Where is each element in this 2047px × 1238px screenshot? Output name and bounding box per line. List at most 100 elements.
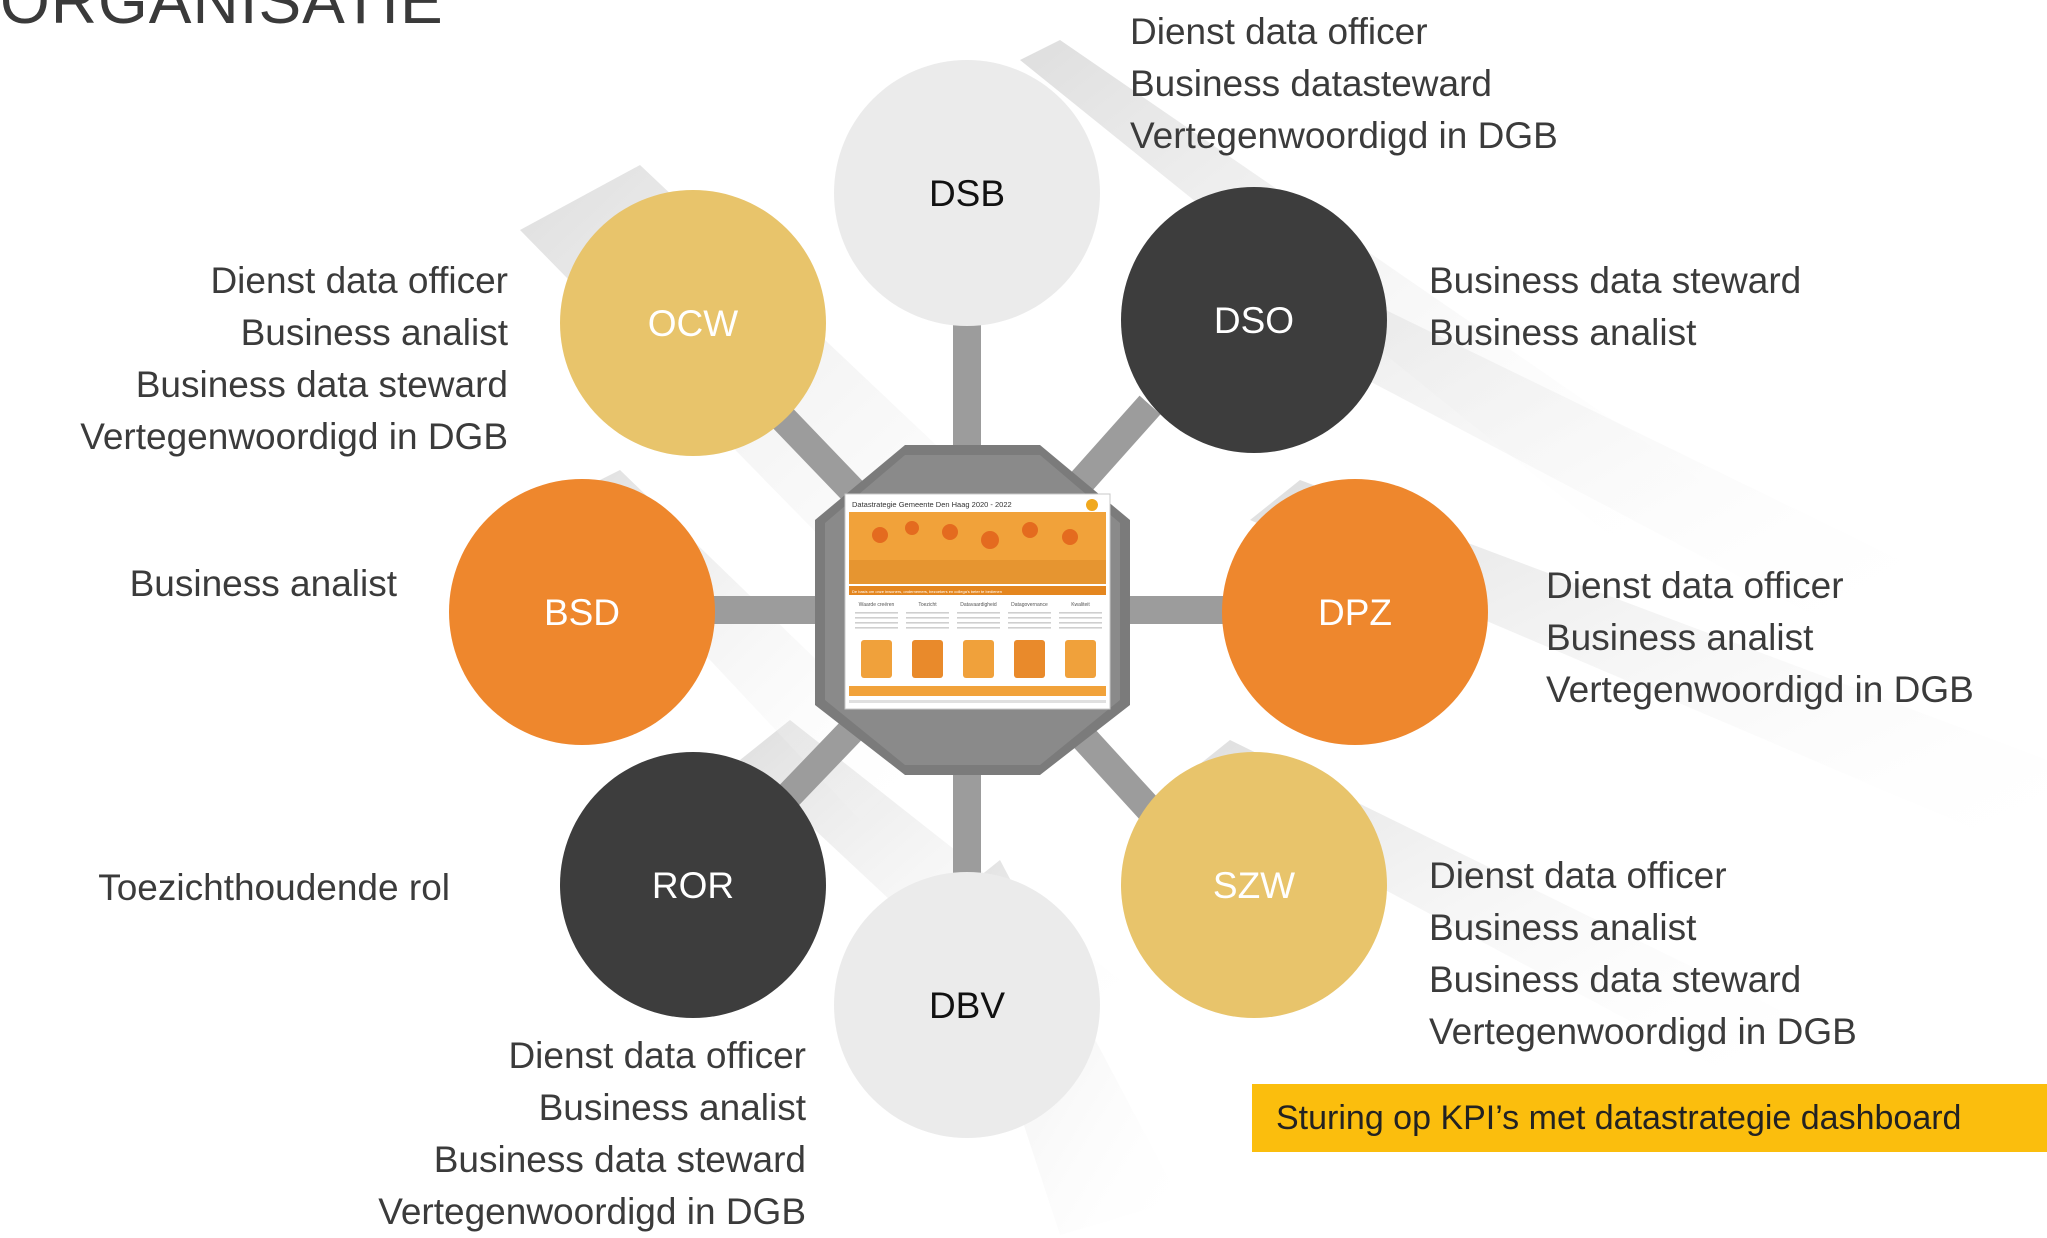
node-ror: ROR (560, 752, 826, 1018)
caption-line: Business analist (538, 1087, 806, 1128)
thumbnail-illustration (1014, 640, 1045, 678)
caption-line: Dienst data officer (1546, 565, 1844, 606)
thumbnail-text-line (906, 622, 949, 624)
caption-line: Business analist (240, 312, 508, 353)
thumbnail-column-title: Toezicht (918, 602, 937, 608)
node-label-dso: DSO (1214, 300, 1294, 341)
node-circle-dpz (1222, 479, 1488, 745)
page-title: ORGANISATIE (0, 0, 444, 37)
thumbnail-illustration (1065, 640, 1096, 678)
thumbnail-text-line (957, 627, 1000, 629)
caption-dbv: Dienst data officer Business analist Bus… (378, 1030, 806, 1238)
thumbnail-columns: Waarde creëren Toezicht Datavaardigheid Dat… (855, 602, 1102, 678)
thumbnail-text-line (1059, 617, 1102, 619)
node-circle-szw (1121, 752, 1387, 1018)
node-bsd: BSD (449, 479, 715, 745)
kpi-banner: Sturing op KPI’s met datastrategie dashb… (1252, 1084, 2047, 1152)
caption-line: Business analist (1429, 907, 1697, 948)
thumbnail-bubble (872, 527, 888, 543)
thumbnail-text-line (1008, 627, 1051, 629)
node-label-szw: SZW (1213, 865, 1295, 906)
thumbnail-text-line (906, 627, 949, 629)
node-circle-bsd (449, 479, 715, 745)
caption-line: Business data steward (1429, 260, 1802, 301)
thumbnail-bubble (942, 524, 958, 540)
node-dpz: DPZ (1222, 479, 1488, 745)
caption-dso: Business data steward Business analist (1429, 255, 1801, 359)
caption-line: Vertegenwoordigd in DGB (1429, 1011, 1857, 1052)
thumbnail-hero-city (849, 560, 1106, 584)
thumbnail-text-line (855, 617, 898, 619)
node-dsb: DSB (834, 60, 1100, 326)
caption-line: Toezichthoudende rol (98, 867, 450, 908)
thumbnail-subtitle-band (849, 586, 1106, 595)
node-label-bsd: BSD (544, 592, 620, 633)
node-circle-dsb (834, 60, 1100, 326)
thumbnail-bubble (905, 521, 919, 535)
thumbnail-bubble (1062, 529, 1078, 545)
strategy-thumbnail: Datastrategie Gemeente Den Haag 2020 - 2… (844, 493, 1111, 710)
thumbnail-text-line (855, 622, 898, 624)
caption-line: Business analist (1546, 617, 1814, 658)
caption-line: Business datasteward (1130, 63, 1492, 104)
thumbnail-title: Datastrategie Gemeente Den Haag 2020 - 2… (852, 500, 1012, 509)
node-label-dsb: DSB (929, 173, 1005, 214)
node-circle-dbv (834, 872, 1100, 1138)
node-ocw: OCW (560, 190, 826, 456)
caption-line: Vertegenwoordigd in DGB (1130, 115, 1558, 156)
thumbnail-text-line (957, 622, 1000, 624)
node-szw: SZW (1121, 752, 1387, 1018)
thumbnail-column-title: Datavaardigheid (960, 602, 997, 608)
thumbnail-column-title: Waarde creëren (859, 602, 895, 608)
den-haag-logo (1086, 499, 1098, 511)
node-dso: DSO (1121, 187, 1387, 453)
caption-line: Dienst data officer (508, 1035, 806, 1076)
node-circle-dso (1121, 187, 1387, 453)
nodes: DSB DSO DPZ SZW DBV ROR BSD OCW (449, 60, 1488, 1138)
caption-dsb: Dienst data officer Business datasteward… (1130, 6, 1558, 162)
thumbnail-footer-line (849, 700, 1106, 703)
thumbnail-subtitle: De basis om onze inwoners, ondernemers, … (852, 589, 1002, 594)
caption-line: Business data steward (135, 364, 508, 405)
thumbnail-bubble (981, 531, 999, 549)
thumbnail-text-line (855, 612, 898, 614)
thumbnail-footer (849, 686, 1106, 696)
caption-line: Business data steward (1429, 959, 1802, 1000)
caption-bsd: Business analist (130, 558, 397, 610)
node-label-dpz: DPZ (1318, 592, 1392, 633)
node-dbv: DBV (834, 872, 1100, 1138)
thumbnail-text-line (906, 617, 949, 619)
caption-line: Dienst data officer (1429, 855, 1727, 896)
thumbnail-text-line (855, 627, 898, 629)
thumbnail-text-line (1059, 627, 1102, 629)
caption-line: Vertegenwoordigd in DGB (1546, 669, 1974, 710)
caption-line: Dienst data officer (1130, 11, 1428, 52)
thumbnail-text-line (906, 612, 949, 614)
thumbnail-text-line (1008, 617, 1051, 619)
caption-dpz: Dienst data officer Business analist Ver… (1546, 560, 1974, 716)
thumbnail-text-line (1059, 612, 1102, 614)
thumbnail-illustration (861, 640, 892, 678)
caption-line: Business data steward (433, 1139, 806, 1180)
caption-line: Business analist (1429, 312, 1697, 353)
node-label-ocw: OCW (648, 303, 739, 344)
thumbnail-text-line (1008, 622, 1051, 624)
thumbnail-column-title: Datagovernance (1011, 602, 1048, 608)
thumbnail-bubble (1022, 522, 1038, 538)
thumbnail-illustration (963, 640, 994, 678)
caption-line: Business analist (129, 563, 397, 604)
caption-ror: Toezichthoudende rol (98, 862, 450, 914)
thumbnail-column-title: Kwaliteit (1071, 602, 1090, 608)
caption-szw: Dienst data officer Business analist Bus… (1429, 850, 1857, 1058)
thumbnail-text-line (1059, 622, 1102, 624)
thumbnail-illustration (912, 640, 943, 678)
thumbnail-text-line (957, 617, 1000, 619)
thumbnail-text-line (1008, 612, 1051, 614)
node-label-dbv: DBV (929, 985, 1005, 1026)
caption-line: Vertegenwoordigd in DGB (80, 416, 508, 457)
caption-ocw: Dienst data officer Business analist Bus… (80, 255, 508, 463)
node-circle-ocw (560, 190, 826, 456)
caption-line: Vertegenwoordigd in DGB (378, 1191, 806, 1232)
